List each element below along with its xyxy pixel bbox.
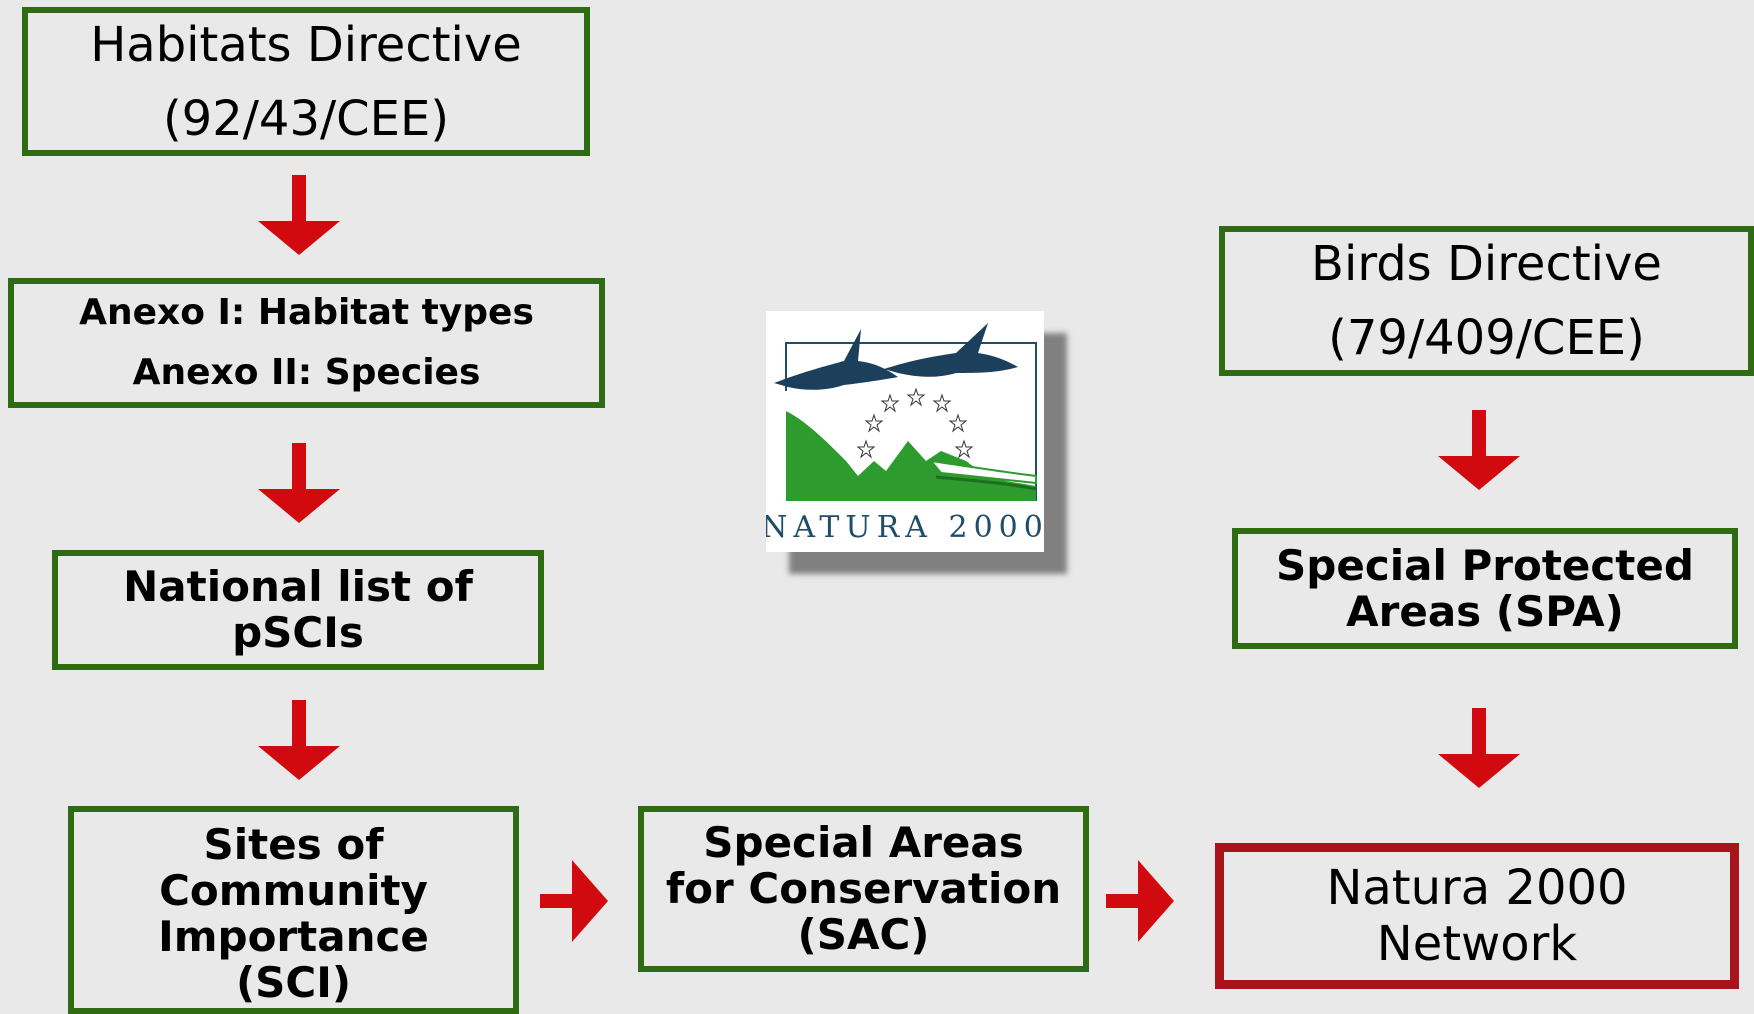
sci-box: Sites of Community Importance (SCI) bbox=[68, 806, 519, 1014]
natura-2000-logo: NATURA 2000 bbox=[766, 311, 1044, 552]
sci-line3: Importance bbox=[158, 912, 429, 961]
habitats-directive-title: Habitats Directive bbox=[90, 16, 522, 73]
birds-directive-code: (79/409/CEE) bbox=[1328, 310, 1645, 366]
spa-line2: Areas (SPA) bbox=[1346, 586, 1624, 636]
arrow-down-icon bbox=[1438, 708, 1520, 788]
arrow-down-icon bbox=[258, 443, 340, 523]
annex-ii-label: Anexo II: Species bbox=[132, 352, 481, 393]
spa-box: Special Protected Areas (SPA) bbox=[1232, 528, 1738, 649]
arrow-right-icon bbox=[540, 860, 608, 942]
sci-line2: Community bbox=[159, 866, 428, 915]
natura-network-box: Natura 2000 Network bbox=[1215, 843, 1739, 989]
annex-box: Anexo I: Habitat types Anexo II: Species bbox=[8, 278, 605, 408]
habitats-directive-box: Habitats Directive (92/43/CEE) bbox=[22, 7, 590, 156]
sac-line2: for Conservation bbox=[665, 864, 1062, 913]
sci-line1: Sites of bbox=[203, 820, 384, 869]
birds-directive-title: Birds Directive bbox=[1311, 236, 1662, 292]
natura-network-line2: Network bbox=[1376, 916, 1578, 972]
annex-i-label: Anexo I: Habitat types bbox=[79, 292, 534, 333]
arrow-down-icon bbox=[258, 700, 340, 780]
national-list-line2: pSCIs bbox=[232, 608, 364, 657]
arrow-right-icon bbox=[1106, 860, 1174, 942]
sac-line1: Special Areas bbox=[703, 818, 1024, 867]
sac-box: Special Areas for Conservation (SAC) bbox=[638, 806, 1089, 972]
sac-line3: (SAC) bbox=[797, 910, 930, 959]
arrow-down-icon bbox=[258, 175, 340, 255]
natura-network-line1: Natura 2000 bbox=[1326, 860, 1628, 916]
habitats-directive-code: (92/43/CEE) bbox=[162, 90, 450, 147]
spa-line1: Special Protected bbox=[1276, 540, 1694, 590]
sci-line4: (SCI) bbox=[235, 958, 352, 1007]
arrow-down-icon bbox=[1438, 410, 1520, 490]
national-list-line1: National list of bbox=[123, 562, 473, 611]
national-list-box: National list of pSCIs bbox=[52, 550, 544, 670]
birds-directive-box: Birds Directive (79/409/CEE) bbox=[1219, 226, 1754, 376]
logo-wordmark: NATURA 2000 bbox=[766, 510, 1044, 545]
